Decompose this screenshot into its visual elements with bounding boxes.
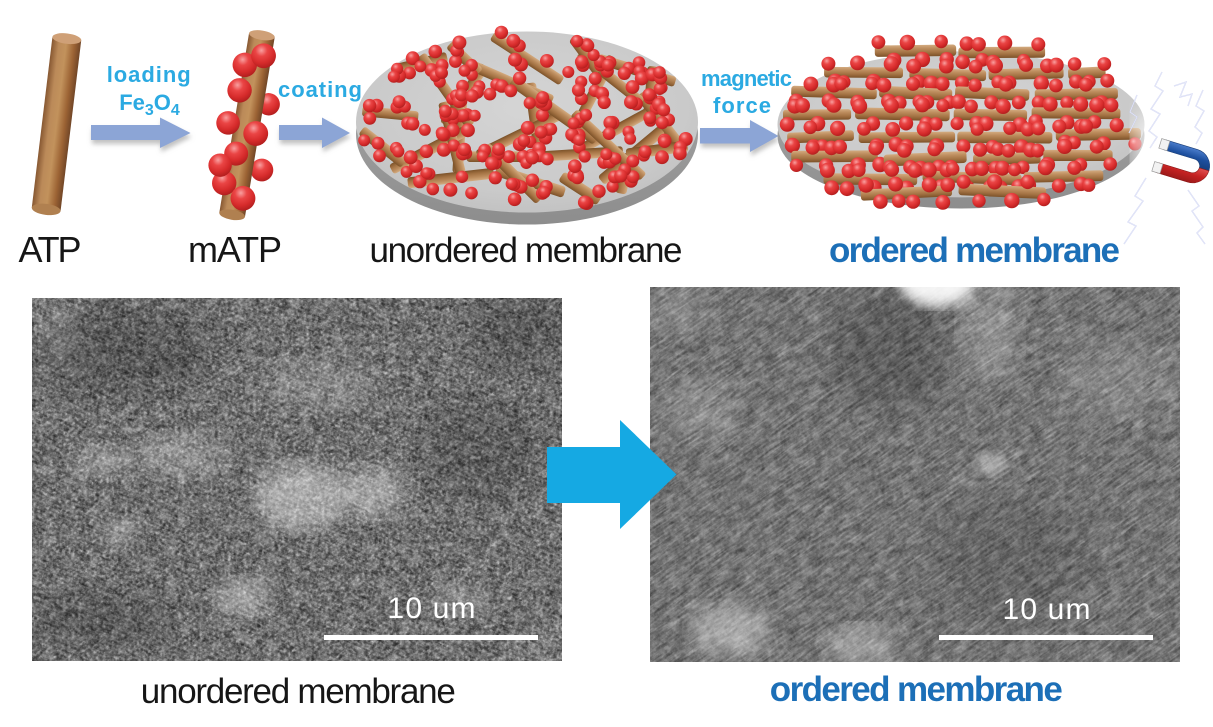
svg-text:10 um: 10 um bbox=[1003, 593, 1091, 626]
svg-text:magnetic: magnetic bbox=[701, 66, 792, 91]
svg-text:ordered membrane: ordered membrane bbox=[829, 231, 1120, 270]
svg-text:loading: loading bbox=[107, 62, 191, 87]
svg-text:ATP: ATP bbox=[19, 229, 82, 270]
svg-text:mATP: mATP bbox=[188, 229, 282, 270]
svg-text:unordered membrane: unordered membrane bbox=[141, 672, 456, 711]
svg-text:Fe3O4: Fe3O4 bbox=[119, 90, 180, 119]
svg-text:unordered membrane: unordered membrane bbox=[370, 231, 683, 270]
svg-text:force: force bbox=[713, 93, 771, 118]
svg-text:10 um: 10 um bbox=[388, 592, 476, 625]
svg-text:coating: coating bbox=[278, 77, 362, 102]
svg-text:ordered membrane: ordered membrane bbox=[770, 670, 1063, 709]
